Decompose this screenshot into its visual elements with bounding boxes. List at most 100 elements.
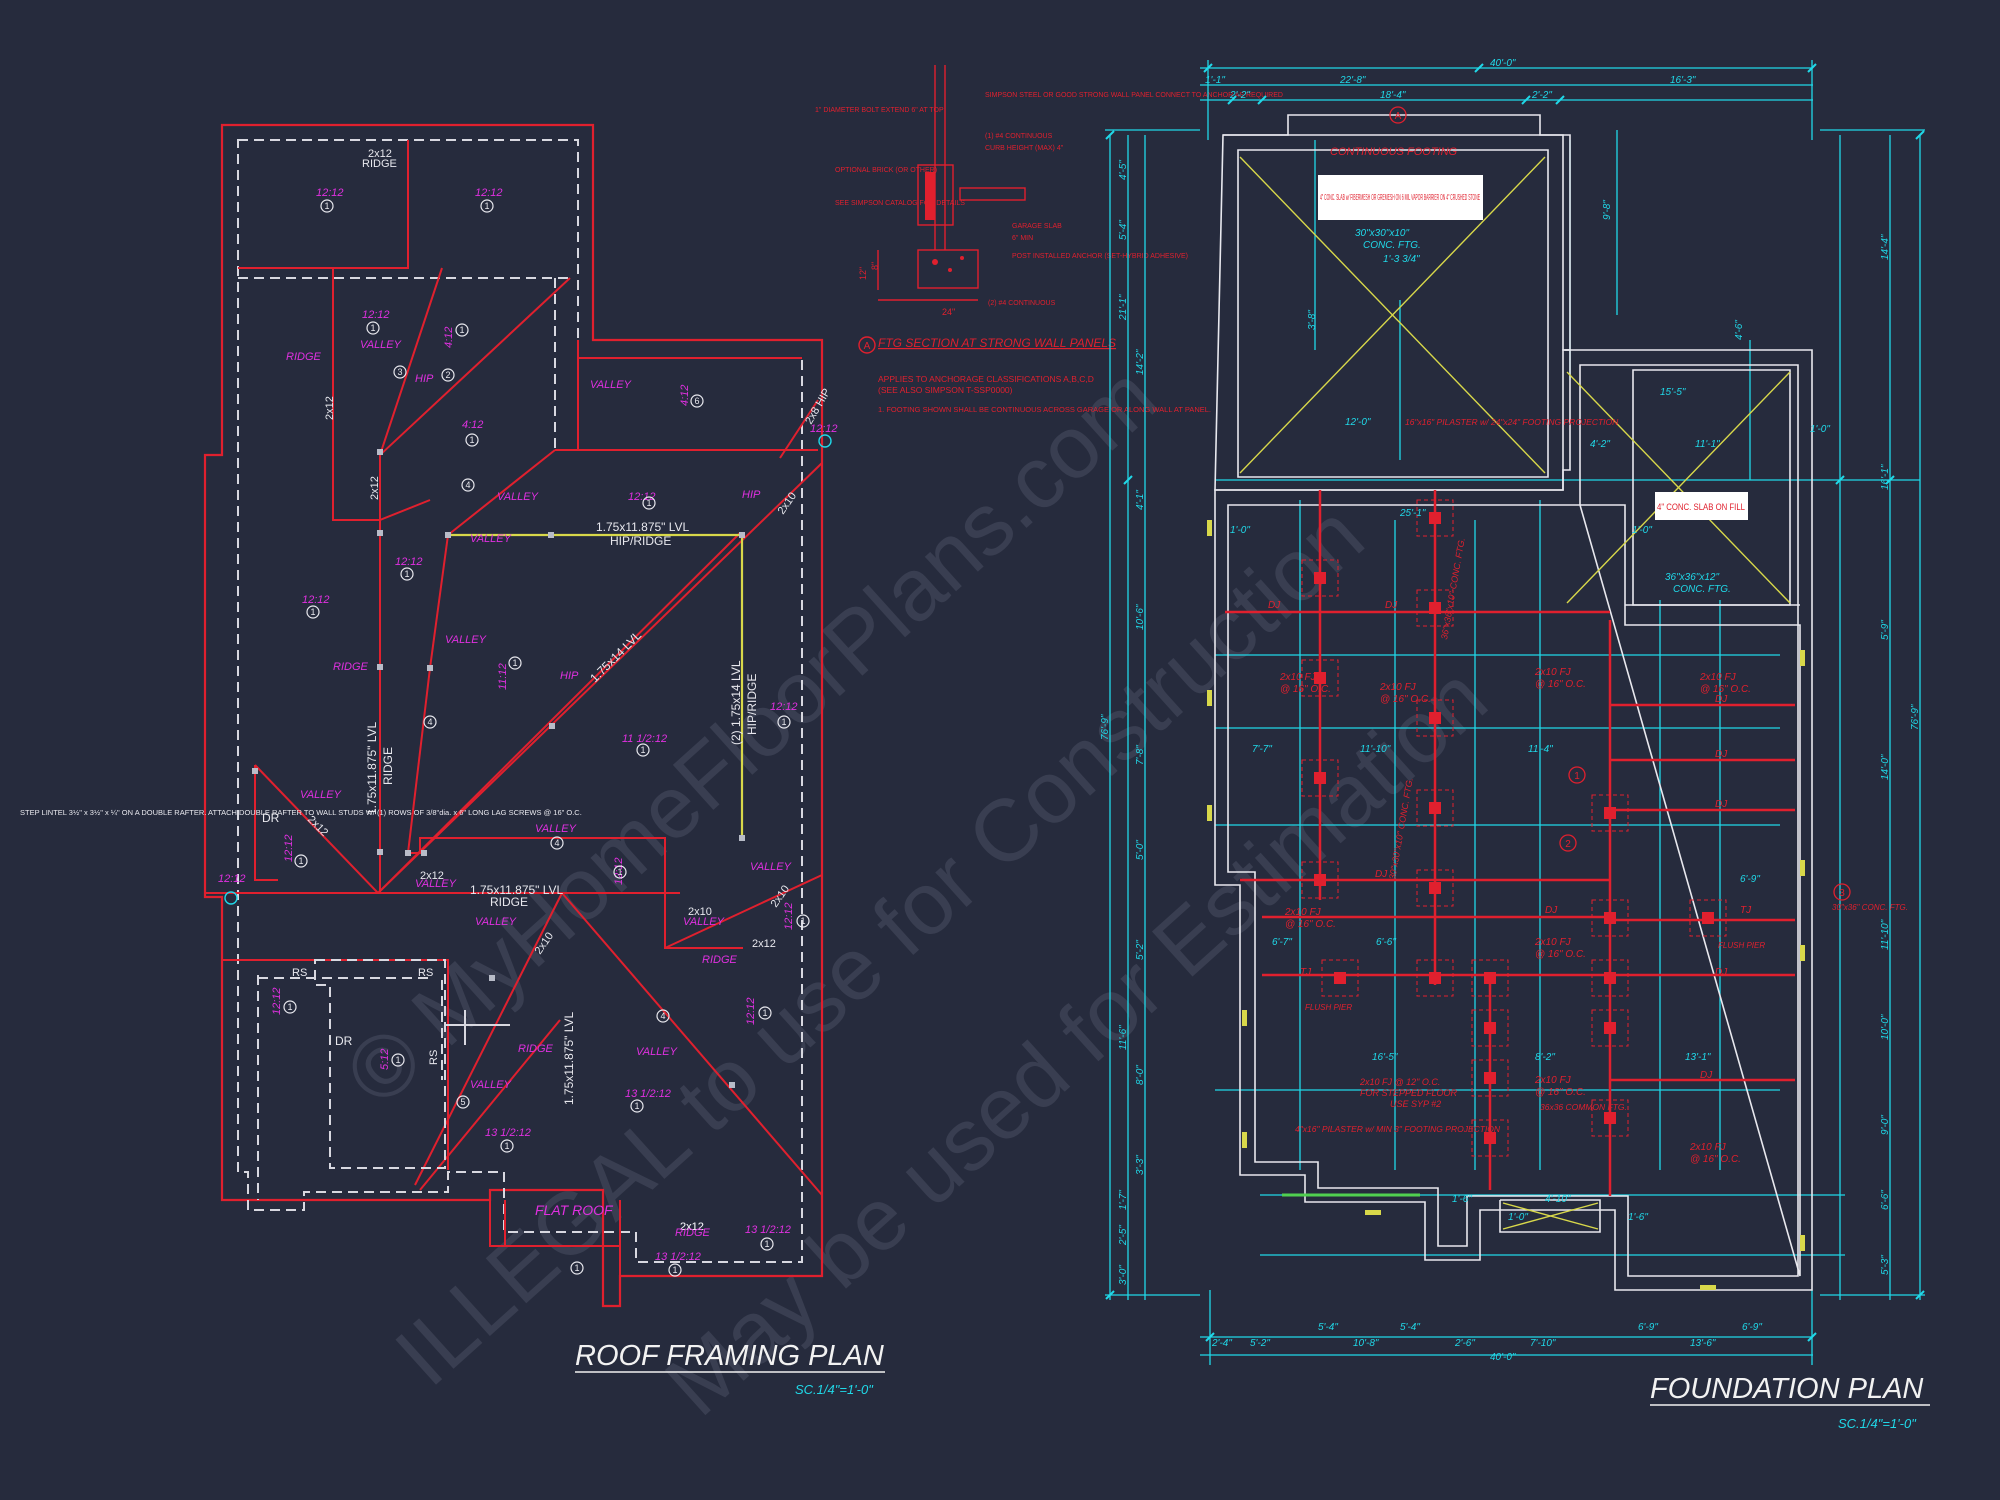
- fp-int-dim-19: 1'-0": [1508, 1212, 1528, 1223]
- label-valley-4: VALLEY: [445, 634, 487, 646]
- slab-note-box: [1318, 175, 1483, 220]
- label-hip-1: HIP: [415, 373, 434, 385]
- fp-fj-4: 2x10 FJ: [1699, 672, 1737, 683]
- fp-int-dim-12: 6'-7": [1272, 937, 1292, 948]
- fp-fj-6: 2x10 FJ: [1534, 937, 1572, 948]
- fp-left-dim-3: 21'-1": [1118, 294, 1129, 321]
- pitch-7: 12:12: [395, 556, 423, 568]
- num-1q: 1: [762, 1008, 767, 1018]
- fp-int-dim-9: 11'-10": [1360, 744, 1391, 755]
- fd-callout-6: SEE SIMPSON CATALOG FOR DETAILS: [835, 200, 965, 207]
- num-2a: 2: [445, 370, 450, 380]
- fp-flush-pier-2: FLUSH PIER: [1718, 941, 1765, 950]
- fp-right-dim-8: 6'-6": [1880, 1190, 1891, 1210]
- fp-right-dim-2: 16'-1": [1880, 464, 1891, 490]
- pitch-14: 12:12: [283, 834, 295, 862]
- label-valley-12: VALLEY: [470, 1079, 512, 1091]
- label-ridge-5: RIDGE: [675, 1227, 711, 1239]
- fp-int-dim-13: 6'-6": [1376, 937, 1396, 948]
- num-1d: 1: [459, 325, 464, 335]
- fp-slab-x: [1239, 156, 1791, 1230]
- fp-int-dim-17: 1'-6": [1452, 1194, 1472, 1205]
- fd-callout-3: (1) #4 CONTINUOUS: [985, 133, 1053, 140]
- fp-left-dim-7: 7'-8": [1135, 745, 1146, 765]
- fp-overall-top: 40'-0": [1490, 58, 1516, 69]
- roof-framing-plan: 2x12 RIDGE 2x12 2x12 1.75x11.875" LVL HI…: [20, 123, 885, 1397]
- label-flat-roof: FLAT ROOF: [535, 1202, 614, 1218]
- fp-fj-8: 2x10 FJ: [1689, 1142, 1727, 1153]
- fp-conc-ftg-1: 30"x30"x10": [1355, 228, 1409, 239]
- label-valley-2: VALLEY: [497, 491, 539, 503]
- fp-int-dim-18: 4'-10": [1545, 1194, 1571, 1205]
- fp-int-dim-10: 11'-4": [1528, 744, 1553, 755]
- fp-dim-ticks: [1105, 63, 1925, 1342]
- pitch-18: 5:12: [379, 1049, 391, 1070]
- fd-callout-1: 1" DIAMETER BOLT EXTEND 6" AT TOP: [815, 107, 944, 114]
- foundation-plan-title: FOUNDATION PLAN: [1650, 1373, 1923, 1405]
- fp-left-dim-12: 3'-3": [1135, 1155, 1146, 1175]
- label-valley-11: VALLEY: [683, 916, 725, 928]
- label-lvl-vert-left: 1.75x11.875" LVL: [365, 721, 379, 815]
- fp-pier-cores: [1314, 512, 1714, 1144]
- fp-dj-7: DJ: [1715, 799, 1728, 810]
- num-4a: 4: [465, 480, 470, 490]
- fp-dj-9: DJ: [1700, 1070, 1713, 1081]
- pitch-20: 13 1/2:12: [625, 1088, 671, 1100]
- label-hip-ridge-top: HIP/RIDGE: [610, 534, 671, 548]
- fp-dj-3: DJ: [1375, 869, 1388, 880]
- pitch-8: 12:12: [302, 594, 330, 606]
- fp-fj-3b: @ 16" O.C.: [1535, 679, 1586, 690]
- fp-markers: [1207, 520, 1805, 1290]
- flat-roof-outline: [489, 1195, 621, 1247]
- num-1v: 1: [574, 1263, 579, 1273]
- fp-top2-dim-4: 2'-2": [1531, 90, 1552, 101]
- num-1k: 1: [781, 717, 786, 727]
- num-3a: 3: [397, 367, 402, 377]
- fp-bottom-dim-5: 5'-4": [1400, 1322, 1420, 1333]
- num-1f: 1: [646, 498, 651, 508]
- fp-bottom-dim-7: 7'-10": [1530, 1338, 1556, 1349]
- roof-cyan-marker-1: [818, 434, 832, 448]
- fp-fj-5: 2x10 FJ: [1284, 907, 1322, 918]
- fp-fj-7b: @ 16" O.C.: [1535, 1087, 1586, 1098]
- label-ridge-2: RIDGE: [333, 661, 369, 673]
- label-ridge-top: RIDGE: [362, 158, 397, 170]
- fp-fj-3: 2x10 FJ: [1534, 667, 1572, 678]
- pitch-9: 11:12: [497, 663, 509, 690]
- num-1c: 1: [370, 323, 375, 333]
- num-5a: 5: [460, 1097, 465, 1107]
- fp-bottom-dim-3: 5'-4": [1318, 1322, 1338, 1333]
- label-lvl-vert-right: (2) 1.75x14 LVL: [729, 660, 743, 745]
- fp-int-dim-11: 6'-9": [1740, 874, 1760, 885]
- fp-callout-3: 3: [1839, 888, 1845, 899]
- pitch-17: 12:12: [271, 987, 283, 1015]
- pitch-5: 4:12: [443, 327, 455, 348]
- fp-left-dim-8: 5'-0": [1135, 840, 1146, 860]
- fp-fj-6b: @ 16" O.C.: [1535, 949, 1586, 960]
- fp-int-dim-24: 1'-0": [1632, 525, 1652, 536]
- fd-dim-h2: 8": [870, 262, 880, 270]
- fp-continuous-footing: CONTINUOUS FOOTING: [1330, 146, 1458, 158]
- fp-int-dim-20: 1'-6": [1628, 1212, 1648, 1223]
- fp-piers: [1301, 499, 1727, 1157]
- roof-framing-lines: [205, 267, 823, 1306]
- label-rs-b: RS: [418, 967, 433, 979]
- fp-left-dim-15: 3'-0": [1118, 1265, 1129, 1285]
- fp-fj-1b: @ 16" O.C.: [1280, 684, 1331, 695]
- fp-fj-1: 2x10 FJ: [1279, 672, 1317, 683]
- fd-callout-10: (2) #4 CONTINUOUS: [988, 300, 1056, 307]
- fp-conc-ftg-1b: CONC. FTG.: [1363, 240, 1421, 251]
- fp-bottom-dim-2: 5'-2": [1250, 1338, 1270, 1349]
- pitch-23: 13 1/2:12: [655, 1251, 701, 1263]
- fp-callout-1: 1: [1574, 771, 1580, 782]
- label-hip-3: HIP: [560, 670, 579, 682]
- label-2x12-b: 2x12: [752, 938, 776, 950]
- num-1l: 1: [298, 856, 303, 866]
- fp-bottom-dim-6: 2'-6": [1454, 1338, 1475, 1349]
- fp-int-dim-16: 13'-1": [1685, 1052, 1711, 1063]
- label-rs-a: RS: [292, 967, 307, 979]
- fp-pilaster-note: 16"x16" PILASTER w/ 24"x24" FOOTING PROJ…: [1405, 417, 1619, 427]
- fp-left-dim-13: 1'-7": [1118, 1190, 1129, 1210]
- num-1u: 1: [672, 1265, 677, 1275]
